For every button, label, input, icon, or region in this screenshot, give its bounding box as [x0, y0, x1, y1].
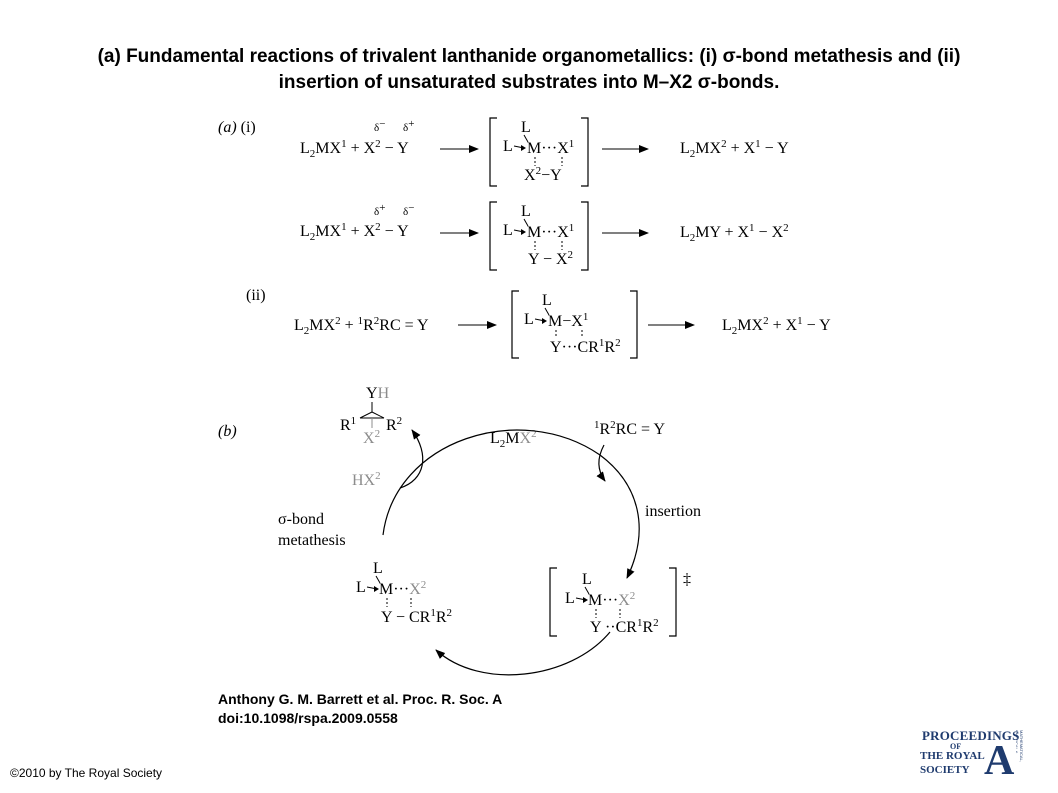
ts2-metal: M···X1 — [527, 222, 574, 241]
title-line-1: (a) Fundamental reactions of trivalent l… — [97, 46, 961, 67]
ts-bracket-left — [549, 567, 557, 637]
delta-plus-2: δ+ — [374, 202, 385, 218]
reactant-3: L2MX2 + 1R2RC = Y — [294, 315, 429, 337]
ts1-L-left: L — [503, 138, 513, 155]
bracket-left-2 — [489, 201, 497, 271]
delta-minus-1: δ− — [374, 118, 385, 134]
ts4-L-left: L — [565, 590, 575, 607]
sigma-label-2: metathesis — [278, 532, 346, 549]
ts3-metal: M−X1 — [548, 311, 588, 330]
substrate: 1R2RC = Y — [594, 419, 665, 438]
product-R2: R2 — [386, 415, 402, 434]
ts-dagger: ‡ — [683, 571, 691, 588]
product-exit-arrow — [399, 429, 424, 489]
int-bottom: Y − CR1R2 — [381, 607, 452, 626]
logo-society: SOCIETY — [920, 764, 970, 776]
int-L-left: L — [356, 579, 366, 596]
copyright-notice: ©2010 by The Royal Society — [10, 766, 163, 780]
figure-title: (a) Fundamental reactions of trivalent l… — [20, 44, 1038, 96]
ts2-L-left: L — [503, 222, 513, 239]
delta-plus-1: δ+ — [403, 118, 414, 134]
int-metal: M···X2 — [379, 579, 426, 598]
catalyst-L2MX2: L2MX2 — [490, 428, 537, 450]
ts-bracket-right — [669, 567, 677, 637]
logo-letter-a: A — [984, 738, 1015, 784]
bracket-right-3 — [630, 290, 638, 359]
label-ii: (ii) — [246, 287, 266, 304]
reactant-2: L2MX1 + X2 − Y — [300, 221, 409, 243]
reactant-1: L2MX1 + X2 − Y — [300, 138, 409, 160]
ts1-L-top: L — [521, 119, 531, 136]
product-Y: YH — [366, 385, 390, 402]
product-X2: X2 — [363, 428, 380, 447]
ts1-metal: M···X1 — [527, 138, 574, 157]
ts3-bottom: Y···CR1R2 — [550, 337, 621, 356]
delta-minus-2: δ− — [403, 202, 414, 218]
ts1-bottom: X2−Y — [524, 165, 562, 184]
logo-the-royal: THE ROYAL — [920, 750, 985, 762]
hx2-label: HX2 — [352, 470, 381, 489]
bracket-right-1 — [581, 117, 589, 187]
title-line-2: insertion of unsaturated substrates into… — [278, 72, 780, 93]
product-2: L2MY + X1 − X2 — [680, 222, 789, 244]
product-1: L2MX2 + X1 − Y — [680, 138, 789, 160]
proceedings-a-logo: PROCEEDINGS OF THE ROYAL SOCIETY A MATHE… — [920, 728, 1026, 782]
ts4-metal: M···X2 — [588, 590, 635, 609]
logo-vertical-text: MATHEMATICAL, PHYSICAL & ENGINEERING SCI… — [1016, 730, 1024, 762]
substrate-entry-arrow — [596, 444, 606, 482]
citation-line-1: Anthony G. M. Barrett et al. Proc. R. So… — [218, 691, 503, 707]
cycle-arc-main — [382, 429, 640, 579]
logo-of: OF — [950, 742, 962, 751]
label-b: (b) — [218, 423, 237, 440]
ts2-L-top: L — [521, 203, 531, 220]
cycle-arc-bottom — [435, 631, 611, 676]
ts2-bottom: Y − X2 — [528, 249, 573, 268]
int-L-top: L — [373, 560, 383, 577]
product-3: L2MX2 + X1 − Y — [722, 315, 831, 337]
bracket-left-1 — [489, 117, 497, 187]
sigma-label-1: σ-bond — [278, 511, 324, 528]
citation: Anthony G. M. Barrett et al. Proc. R. So… — [218, 690, 502, 728]
insertion-label: insertion — [645, 503, 701, 520]
logo-proceedings: PROCEEDINGS — [922, 728, 1020, 743]
product-R1: R1 — [340, 415, 356, 434]
label-a: (a) (i) — [218, 119, 256, 136]
ts3-L-left: L — [524, 311, 534, 328]
bracket-right-2 — [581, 201, 589, 271]
citation-line-2: doi:10.1098/rspa.2009.0558 — [218, 710, 398, 726]
bracket-left-3 — [511, 290, 519, 359]
ts4-L-top: L — [582, 571, 592, 588]
ts4-bottom: Y ··CR1R2 — [590, 617, 659, 636]
ts3-L-top: L — [542, 292, 552, 309]
